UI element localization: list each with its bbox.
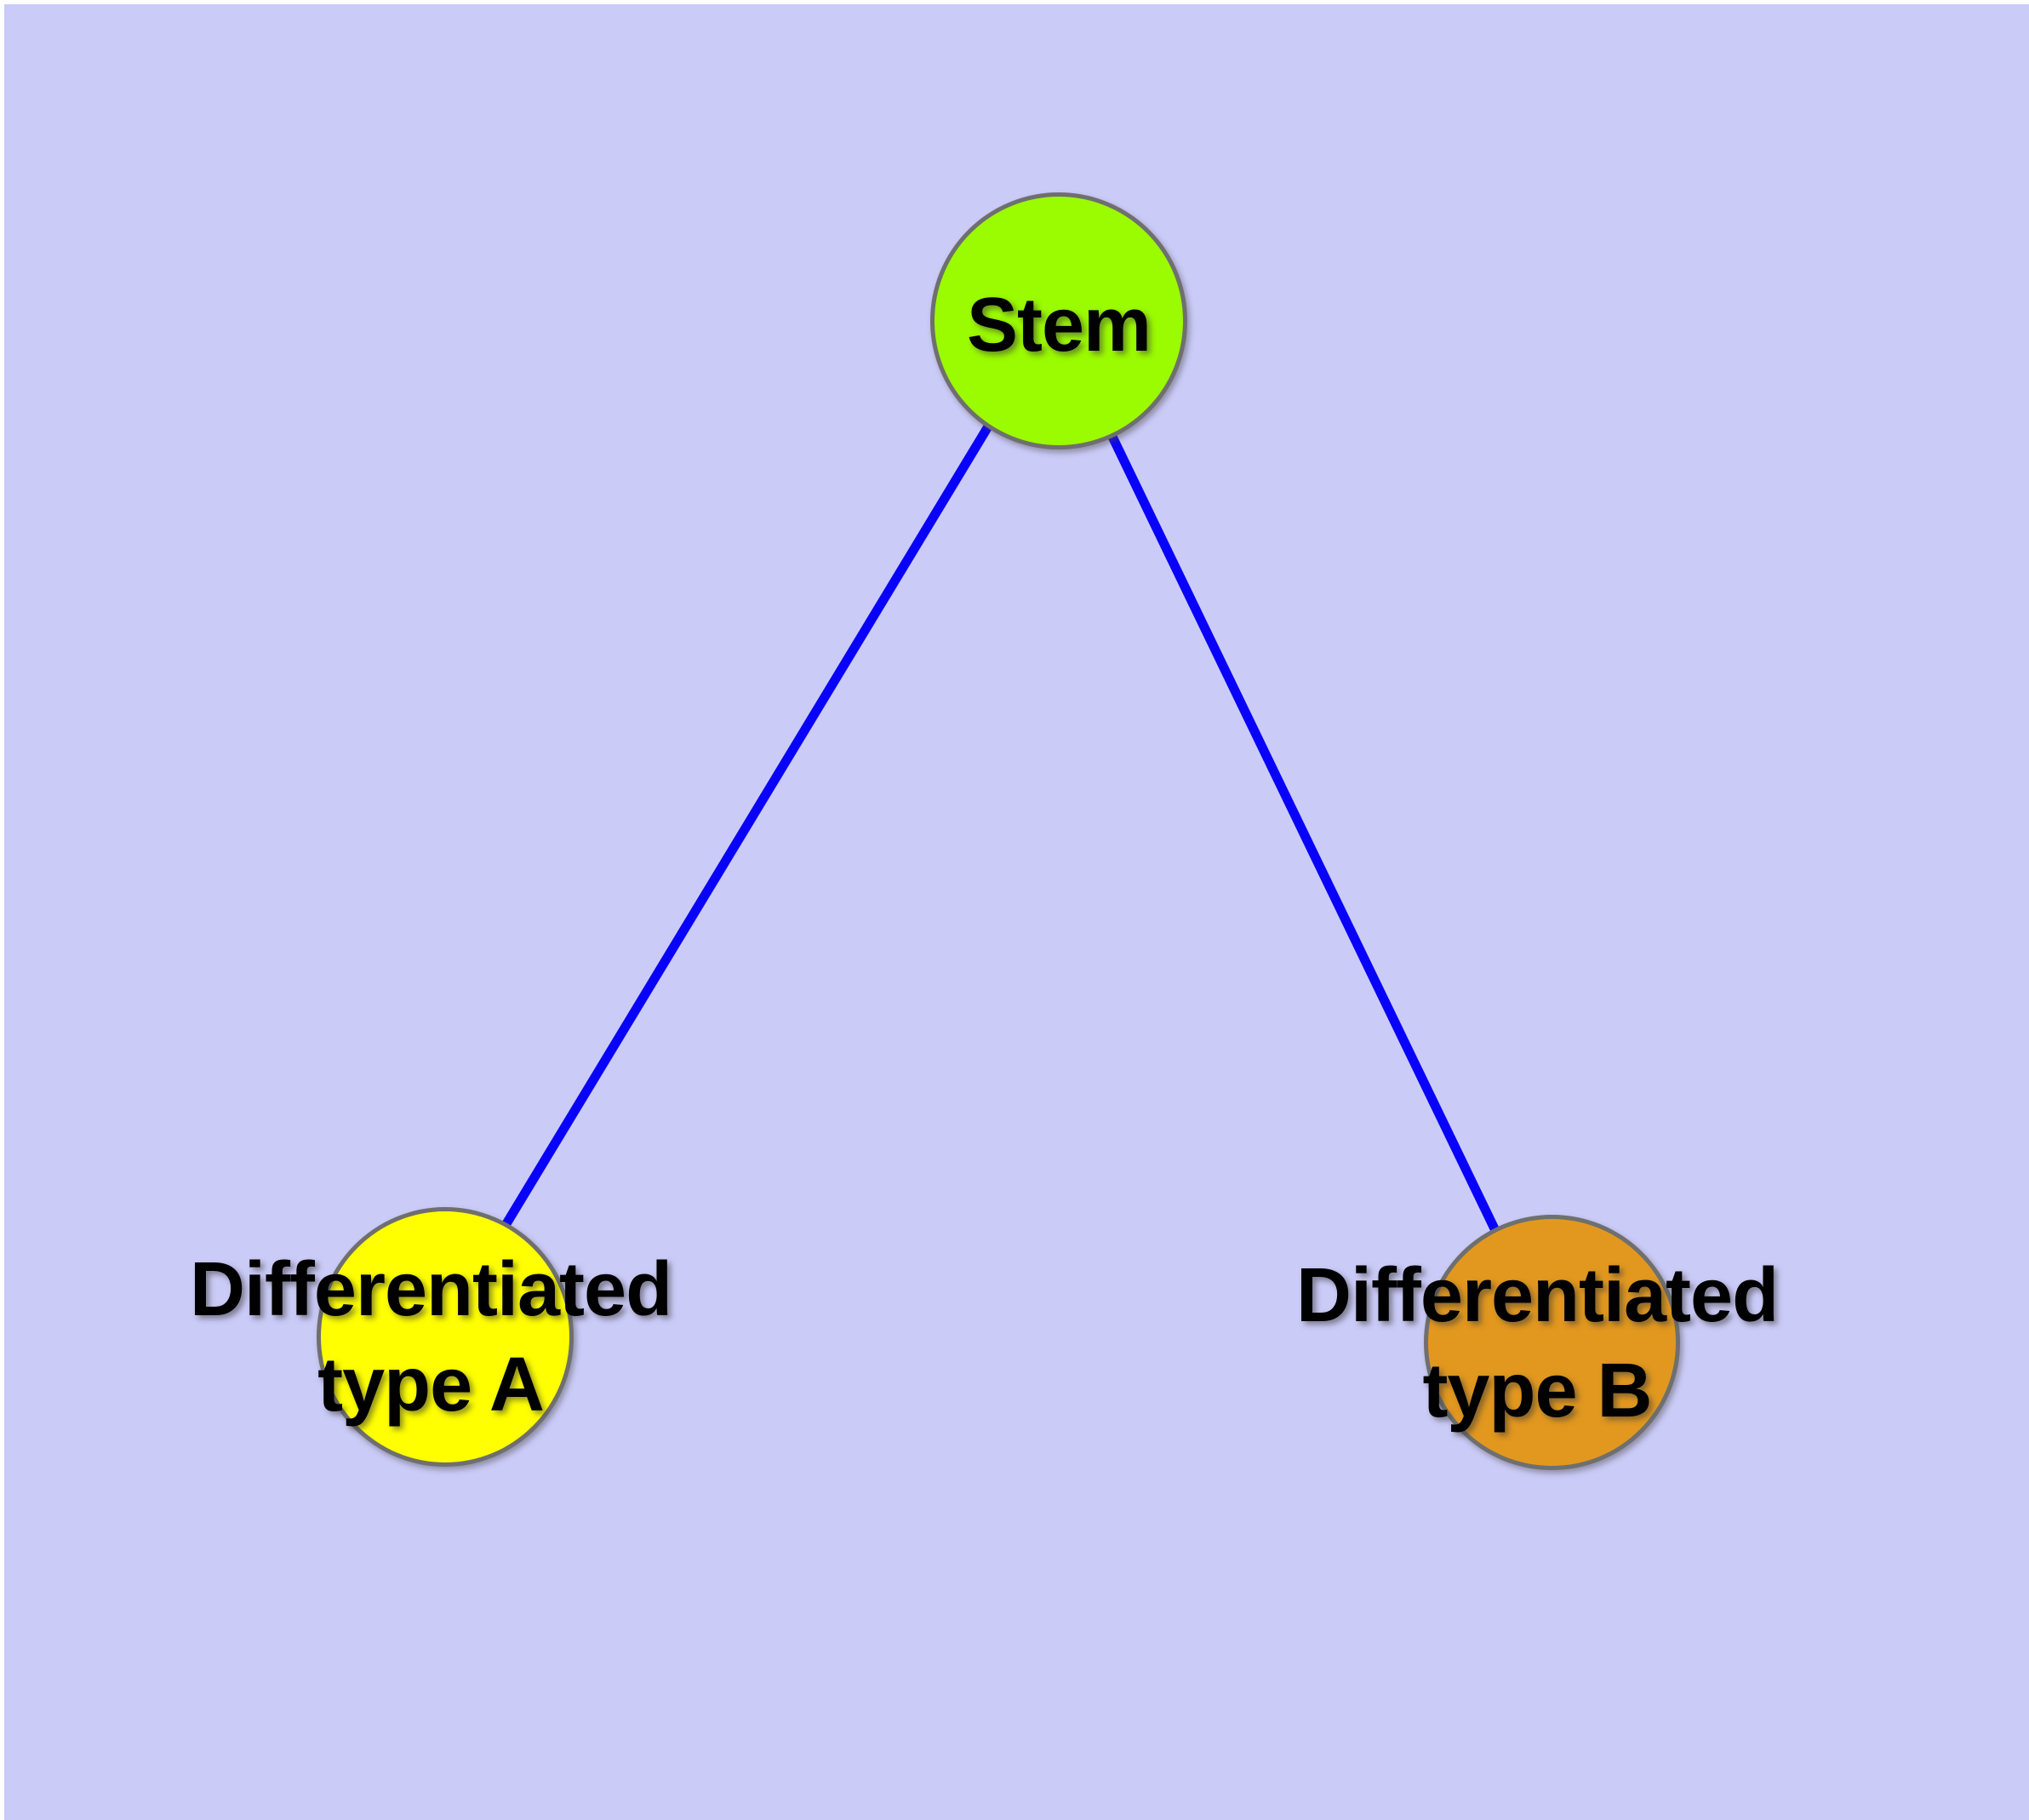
node-type-a-label: Differentiated type A	[190, 1242, 672, 1433]
node-stem-label: Stem	[966, 278, 1152, 373]
edge-stem-to-type-b	[1050, 314, 1552, 1341]
node-type-b-label: Differentiated type B	[1295, 1248, 1779, 1439]
edges-layer	[437, 314, 1552, 1341]
edge-stem-to-type-a	[437, 314, 1059, 1335]
node-stem-label-line1: Stem	[966, 283, 1152, 368]
node-type-b-label-line1: Differentiated	[1295, 1253, 1779, 1338]
node-type-a-label-line1: Differentiated	[189, 1247, 672, 1332]
node-type-b-label-line2: type B	[1422, 1348, 1652, 1434]
node-type-a-label-line2: type A	[317, 1342, 545, 1428]
node-differentiated-type-b	[1424, 1215, 1680, 1470]
node-stem	[930, 192, 1187, 449]
node-differentiated-type-a	[317, 1207, 574, 1467]
graph-canvas: Stem Differentiated type A Differentiate…	[4, 4, 2029, 1820]
